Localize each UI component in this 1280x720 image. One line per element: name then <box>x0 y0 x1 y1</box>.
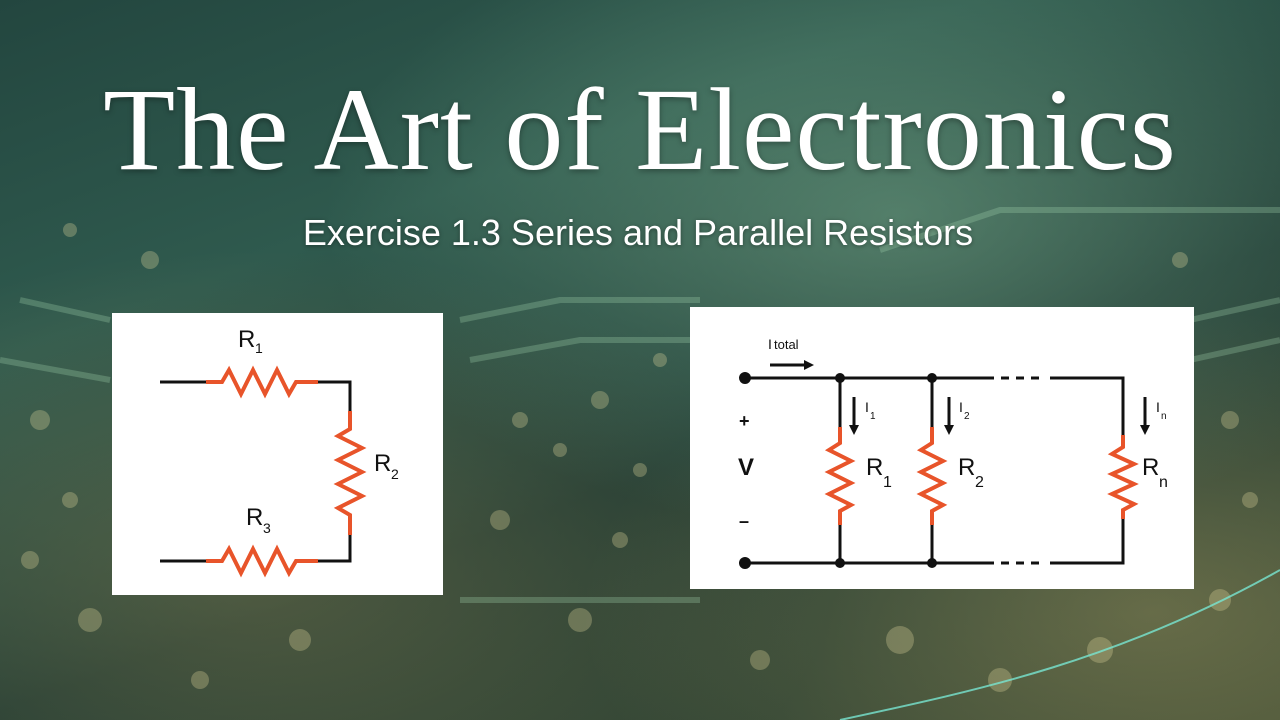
parallel-label-r2: R <box>958 454 975 481</box>
in-arrow-head <box>1140 425 1150 435</box>
i2-arrow-head <box>944 425 954 435</box>
series-resistor-r2 <box>333 411 367 535</box>
itotal-label-sub: total <box>774 337 799 352</box>
i1-arrow-head <box>849 425 859 435</box>
parallel-resistor-r2 <box>916 427 948 525</box>
parallel-bottom-rail-right <box>1050 519 1125 565</box>
itotal-arrow-head <box>804 360 814 370</box>
node-bottom-1 <box>835 558 845 568</box>
i2-label: I <box>959 399 963 415</box>
series-label-r3: R <box>246 504 263 531</box>
series-circuit-diagram: R 1 R 2 R 3 <box>112 313 443 595</box>
i1-label: I <box>865 399 869 415</box>
series-label-r2-sub: 2 <box>391 466 399 482</box>
in-label: I <box>1156 399 1160 415</box>
series-label-r1: R <box>238 326 255 353</box>
itotal-label: I <box>768 336 772 352</box>
series-label-r1-sub: 1 <box>255 340 263 356</box>
parallel-label-rn: R <box>1142 454 1159 481</box>
node-top-2 <box>927 373 937 383</box>
node-bottom-2 <box>927 558 937 568</box>
series-label-r2: R <box>374 450 391 477</box>
in-label-sub: n <box>1161 411 1167 422</box>
parallel-label-r2-sub: 2 <box>975 474 984 491</box>
slide-subtitle: Exercise 1.3 Series and Parallel Resisto… <box>302 212 974 253</box>
series-resistor-r1 <box>206 365 318 399</box>
terminal-top <box>739 372 751 384</box>
plus-sign: + <box>739 411 750 431</box>
slide-title: The Art of Electronics <box>103 64 1177 195</box>
parallel-label-rn-sub: n <box>1159 474 1168 491</box>
source-voltage-label: V <box>738 454 754 481</box>
parallel-resistor-r1 <box>824 427 856 525</box>
series-wire-top-right <box>318 380 352 411</box>
series-label-r3-sub: 3 <box>263 520 271 536</box>
i1-label-sub: 1 <box>870 411 876 422</box>
parallel-circuit-diagram: I total + V – I 1 I 2 I n R 1 R 2 R n <box>690 307 1194 589</box>
parallel-resistor-rn <box>1107 435 1139 519</box>
parallel-label-r1-sub: 1 <box>883 474 892 491</box>
node-top-1 <box>835 373 845 383</box>
i2-label-sub: 2 <box>964 411 970 422</box>
series-resistor-r3 <box>206 544 318 578</box>
parallel-label-r1: R <box>866 454 883 481</box>
terminal-bottom <box>739 557 751 569</box>
parallel-top-rail-right <box>1050 376 1125 435</box>
minus-sign: – <box>739 511 749 531</box>
series-wire-right-bottom <box>318 535 352 563</box>
